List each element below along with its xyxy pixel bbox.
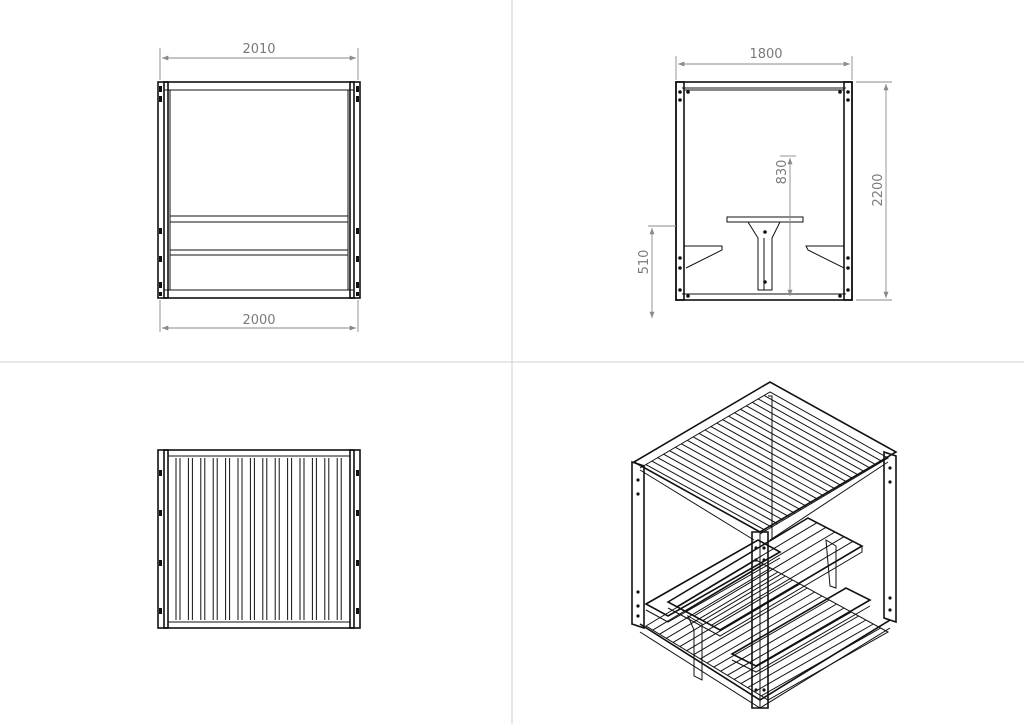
dim-label-830: 830 [775, 160, 790, 185]
front-table-top [169, 215, 349, 223]
iso-table-slat [685, 526, 827, 612]
front-view: 2010 2000 [157, 42, 361, 332]
top-slats [175, 458, 342, 620]
iso-floor-slat [733, 611, 852, 680]
iso-table-leg-back [825, 539, 837, 589]
iso-floor-slat [659, 567, 771, 635]
side-bench-left [684, 245, 723, 269]
iso-bench-right [730, 587, 872, 667]
iso-post-back [768, 395, 773, 540]
dim-label-1800: 1800 [749, 47, 782, 62]
isometric-view [631, 381, 898, 709]
front-post-right [349, 81, 361, 299]
iso-post-front [751, 531, 769, 709]
iso-roof-slat [734, 412, 854, 480]
iso-floor-slat [727, 607, 845, 676]
iso-roof-slat [740, 408, 860, 476]
iso-roof-slat [752, 401, 871, 469]
top-frame [163, 449, 355, 629]
front-bench [169, 249, 349, 256]
iso-roof-slats [645, 395, 883, 531]
iso-roof-slat [692, 436, 813, 504]
iso-floor-slat [713, 599, 830, 668]
dim-label-2010: 2010 [242, 42, 275, 57]
iso-roof [632, 381, 898, 533]
iso-floor-slat [679, 579, 793, 647]
iso-roof-slat [669, 450, 790, 518]
iso-table-slats [676, 522, 854, 626]
iso-roof-slat [687, 439, 807, 507]
iso-roof-slat [722, 419, 842, 487]
iso-roof-slat [645, 464, 767, 531]
iso-roof-slat [698, 433, 819, 500]
side-bench-right [805, 245, 845, 269]
side-table-leg [747, 221, 781, 291]
iso-table-leg-front [686, 614, 703, 681]
iso-roof-slat [681, 443, 801, 511]
iso-floor-slat [754, 623, 874, 693]
iso-floor-slats [652, 563, 881, 697]
iso-table-slat [693, 531, 836, 617]
iso-roof-slat [704, 429, 825, 497]
dim-label-510: 510 [637, 250, 652, 275]
iso-roof-slat [663, 453, 784, 521]
side-table-top [726, 216, 804, 223]
iso-floor-slat [706, 595, 823, 664]
side-view: 1800 2200 8 [637, 47, 892, 318]
iso-post-right [883, 450, 897, 624]
iso-floor-slat [652, 563, 764, 631]
iso-roof-slat [757, 398, 877, 466]
iso-floor-slat [686, 583, 801, 652]
dim-label-2000: 2000 [242, 313, 275, 328]
iso-floor-slat [672, 575, 786, 643]
iso-floor [645, 559, 890, 701]
iso-floor-slat [699, 591, 815, 660]
iso-roof-slat [746, 405, 865, 473]
front-post-left [157, 81, 169, 299]
iso-roof-slat [657, 457, 778, 525]
iso-roof-slat [763, 395, 883, 462]
iso-roof-slat [651, 460, 772, 528]
iso-floor-slat [760, 627, 881, 697]
iso-bench-left [644, 539, 782, 617]
iso-floor-slat [666, 571, 779, 639]
top-view [157, 449, 361, 629]
iso-floor-slat [720, 603, 837, 672]
iso-floor-slat [740, 615, 859, 684]
iso-floor-slat [693, 587, 808, 656]
iso-floor-slat [747, 619, 867, 689]
iso-table-slat [711, 540, 854, 626]
iso-roof-slat [728, 415, 848, 483]
front-frame [163, 81, 355, 299]
iso-roof-slat [710, 426, 831, 493]
iso-roof-slat [675, 446, 796, 514]
dim-label-2200: 2200 [871, 173, 886, 206]
iso-table-slat [702, 536, 845, 622]
iso-post-left [631, 460, 645, 630]
iso-roof-slat [716, 422, 836, 490]
iso-table-slat [676, 522, 818, 608]
